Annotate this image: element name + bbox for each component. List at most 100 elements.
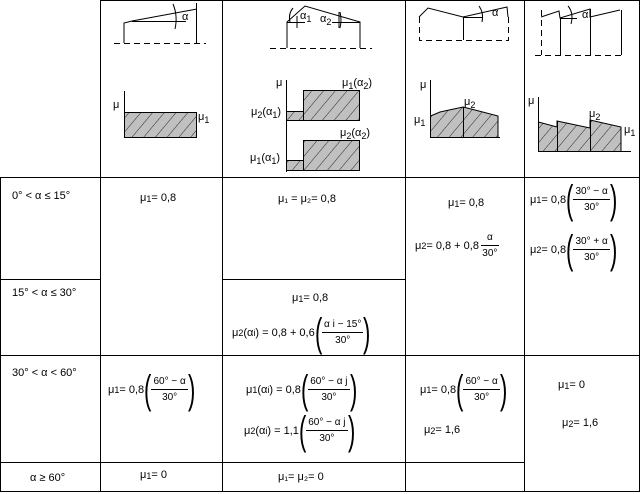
sub: 1: [348, 81, 354, 91]
txt: μ: [558, 379, 565, 391]
txt: (α: [255, 424, 266, 437]
txt: ): [368, 77, 373, 89]
denominator: 30°: [335, 335, 351, 346]
mu1-label: μ1: [414, 114, 426, 128]
txt: = 0: [151, 469, 167, 481]
txt: = 0,8: [151, 192, 177, 204]
txt: μ: [415, 239, 422, 252]
paren: (: [300, 368, 309, 412]
alpha: α: [320, 13, 327, 25]
txt: = 0,8: [541, 243, 567, 256]
denominator: 30°: [584, 252, 600, 263]
formula: μ₁ = μ₂= 0,8: [278, 193, 336, 205]
range-label: 15° < α ≤ 30°: [12, 287, 77, 299]
txt: (α: [351, 127, 362, 139]
sub: 1: [630, 128, 636, 138]
paren: (: [314, 311, 323, 355]
mu-axis-label: μ: [113, 99, 120, 111]
roof-diagram-single-slope: [114, 3, 206, 44]
txt: μ: [562, 417, 569, 429]
mu2-alpha2-label: μ2(α2): [340, 127, 371, 141]
sub: 1: [420, 118, 426, 128]
load-diagram-sawtooth: [538, 97, 631, 152]
txt: ) = 1,1: [267, 424, 299, 437]
denominator: 30°: [584, 202, 600, 213]
sub: 2: [470, 100, 476, 110]
txt: = 0,8: [119, 383, 145, 396]
txt: (α: [243, 326, 254, 339]
txt: μ: [246, 383, 253, 396]
denominator: 30°: [162, 392, 178, 403]
mu2-label: μ2: [589, 108, 601, 122]
fraction: α 30°: [480, 233, 499, 259]
sub: 1: [204, 115, 210, 125]
numerator: 60° − α j: [308, 377, 350, 390]
paren: ): [347, 409, 355, 453]
roof-diagram-valley: [418, 5, 509, 41]
numerator: α: [480, 233, 499, 246]
alpha-label: α: [492, 7, 499, 19]
alpha2-label: α2: [320, 13, 331, 27]
sub: 2: [346, 131, 352, 141]
txt: μ: [420, 383, 427, 396]
mu-axis-label: μ: [528, 95, 535, 107]
txt: ) = 0,8 + 0,6: [255, 326, 315, 339]
denominator: 30°: [474, 392, 490, 403]
denominator: 30°: [482, 248, 498, 259]
txt: μ: [244, 424, 251, 437]
txt: ): [277, 106, 282, 118]
sub: 1: [272, 110, 278, 120]
sub: 1: [306, 14, 312, 24]
txt: μ: [530, 193, 537, 206]
denominator: 30°: [321, 392, 337, 403]
txt: = 0,8: [459, 197, 485, 209]
paren: (: [566, 228, 574, 272]
numerator: 60° − α: [463, 377, 500, 390]
sub: 1: [271, 156, 277, 166]
numerator: α i − 15°: [322, 320, 364, 333]
txt: = 1,6: [573, 417, 599, 429]
range-label: α ≥ 60°: [30, 472, 66, 484]
paren: ): [349, 368, 357, 412]
roof-diagram-sawtooth: [535, 5, 623, 56]
txt: μ: [448, 197, 455, 209]
mu1-alpha1-label: μ1(α1): [250, 152, 281, 166]
txt: = 0,8: [431, 383, 457, 396]
txt: ) = 0,8: [269, 383, 301, 396]
txt: μ: [140, 192, 147, 204]
txt: μ: [292, 292, 299, 304]
fraction: α i − 15° 30°: [322, 320, 364, 346]
load-diagram-uniform: [124, 91, 197, 138]
txt: = 0,8 + 0,8: [426, 239, 479, 252]
fraction: 60° − α j 30°: [308, 377, 350, 403]
txt: ): [276, 152, 281, 164]
mu1-label: μ1: [624, 124, 636, 138]
roof-diagram-gable: [270, 5, 372, 49]
txt: = 1,6: [435, 424, 461, 436]
paren: (: [456, 368, 464, 412]
mu1-label: μ1: [198, 112, 210, 125]
sub: 2: [361, 131, 367, 141]
txt: (α: [257, 383, 268, 396]
txt: = 0,8: [541, 193, 567, 206]
mu-axis-label: μ: [276, 77, 283, 89]
formula: μ₁= μ₂= 0: [278, 471, 324, 483]
fraction: 60° − α 30°: [463, 377, 500, 403]
txt: (α: [262, 106, 273, 118]
txt: μ: [530, 243, 537, 256]
mu2-label: μ2: [464, 96, 476, 110]
